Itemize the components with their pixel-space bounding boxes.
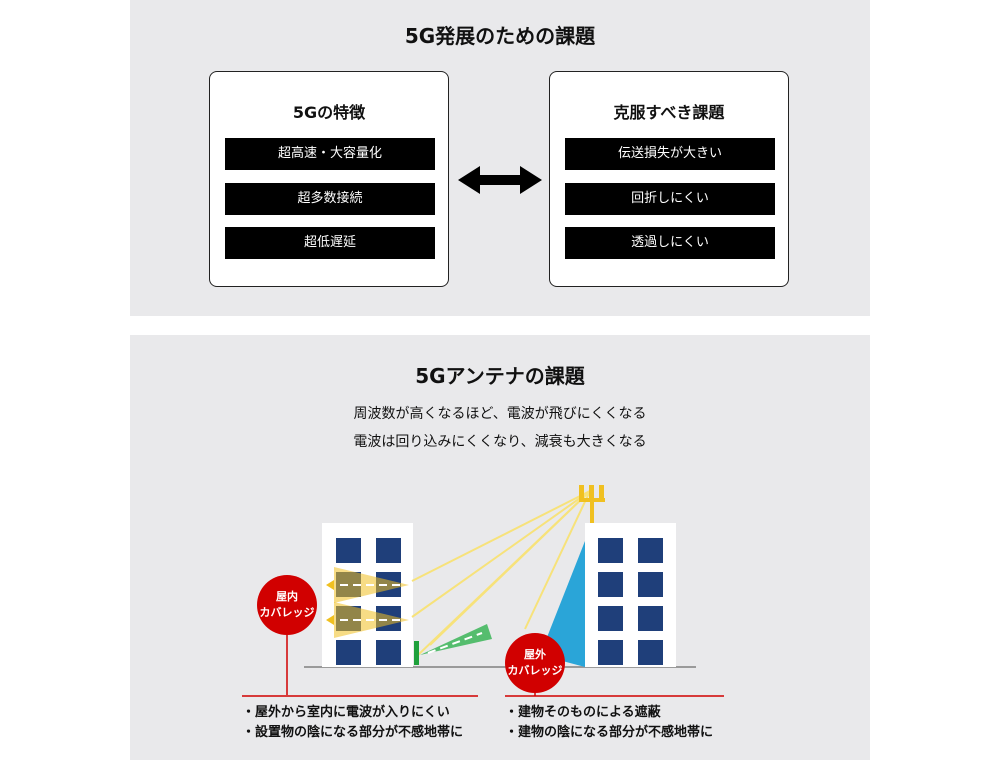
feature-item: 超多数接続 [225,182,435,215]
outdoor-issue-item: ・建物の陰になる部分が不感地帯に [505,725,714,740]
indoor-beams [326,567,409,638]
antenna-subtitle-line: 周波数が高くなるほど、電波が飛びにくくなる [353,406,647,422]
indoor-issues-list: ・屋外から室内に電波が入りにくい ・設置物の陰になる部分が不感地帯に [242,703,463,743]
antenna-panel: 5Gアンテナの課題 周波数が高くなるほど、電波が飛びにくくなる 電波は回り込みに… [130,335,870,760]
indoor-issue-item: ・屋外から室内に電波が入りにくい [242,705,450,720]
issue-item: 伝送損失が大きい [565,138,775,170]
outdoor-issue-item: ・建物そのものによる遮蔽 [505,705,661,720]
feature-item: 超低遅延 [225,227,435,259]
indoor-issue-item: ・設置物の陰になる部分が不感地帯に [242,725,464,740]
antenna-title: 5Gアンテナの課題 [415,364,585,388]
issues-card-title: 克服すべき課題 [613,103,725,122]
feature-item: 超高速・大容量化 [225,138,435,170]
signal-rays [411,490,591,656]
outdoor-coverage-badge: 屋外 カバレッジ [505,633,565,693]
features-card-title: 5Gの特徴 [292,103,366,122]
indoor-badge-line1: 屋内 [276,590,298,603]
building-shadow [540,541,585,667]
outdoor-badge-line2: カバレッジ [507,664,563,677]
antenna-subtitle-line: 電波は回り込みにくくなり、減衰も大きくなる [353,434,647,450]
outdoor-badge-line1: 屋外 [524,648,546,661]
issues-list: 伝送損失が大きい 回折しにくい 透過しにくい [565,138,775,272]
issue-item: 透過しにくい [565,227,775,259]
challenges-title: 5G発展のための課題 [404,24,596,48]
indoor-coverage-badge: 屋内 カバレッジ [257,575,317,635]
double-arrow-icon [458,166,542,194]
issues-card: 克服すべき課題 伝送損失が大きい 回折しにくい 透過しにくい [549,71,789,287]
features-list: 超高速・大容量化 超多数接続 超低遅延 [225,138,435,272]
challenges-panel: 5G発展のための課題 5Gの特徴 超高速・大容量化 超多数接続 超低遅延 克服す… [130,0,870,316]
outdoor-building-windows [598,538,663,665]
features-card: 5Gの特徴 超高速・大容量化 超多数接続 超低遅延 [209,71,449,287]
small-cell-antenna-icon [414,641,419,665]
indoor-badge-line2: カバレッジ [259,606,315,619]
rooftop-antenna-icon [579,485,605,523]
coverage-illustration [242,485,724,697]
small-cell-beam [420,624,492,655]
outdoor-issues-list: ・建物そのものによる遮蔽 ・建物の陰になる部分が不感地帯に [505,703,713,743]
issue-item: 回折しにくい [565,182,775,215]
